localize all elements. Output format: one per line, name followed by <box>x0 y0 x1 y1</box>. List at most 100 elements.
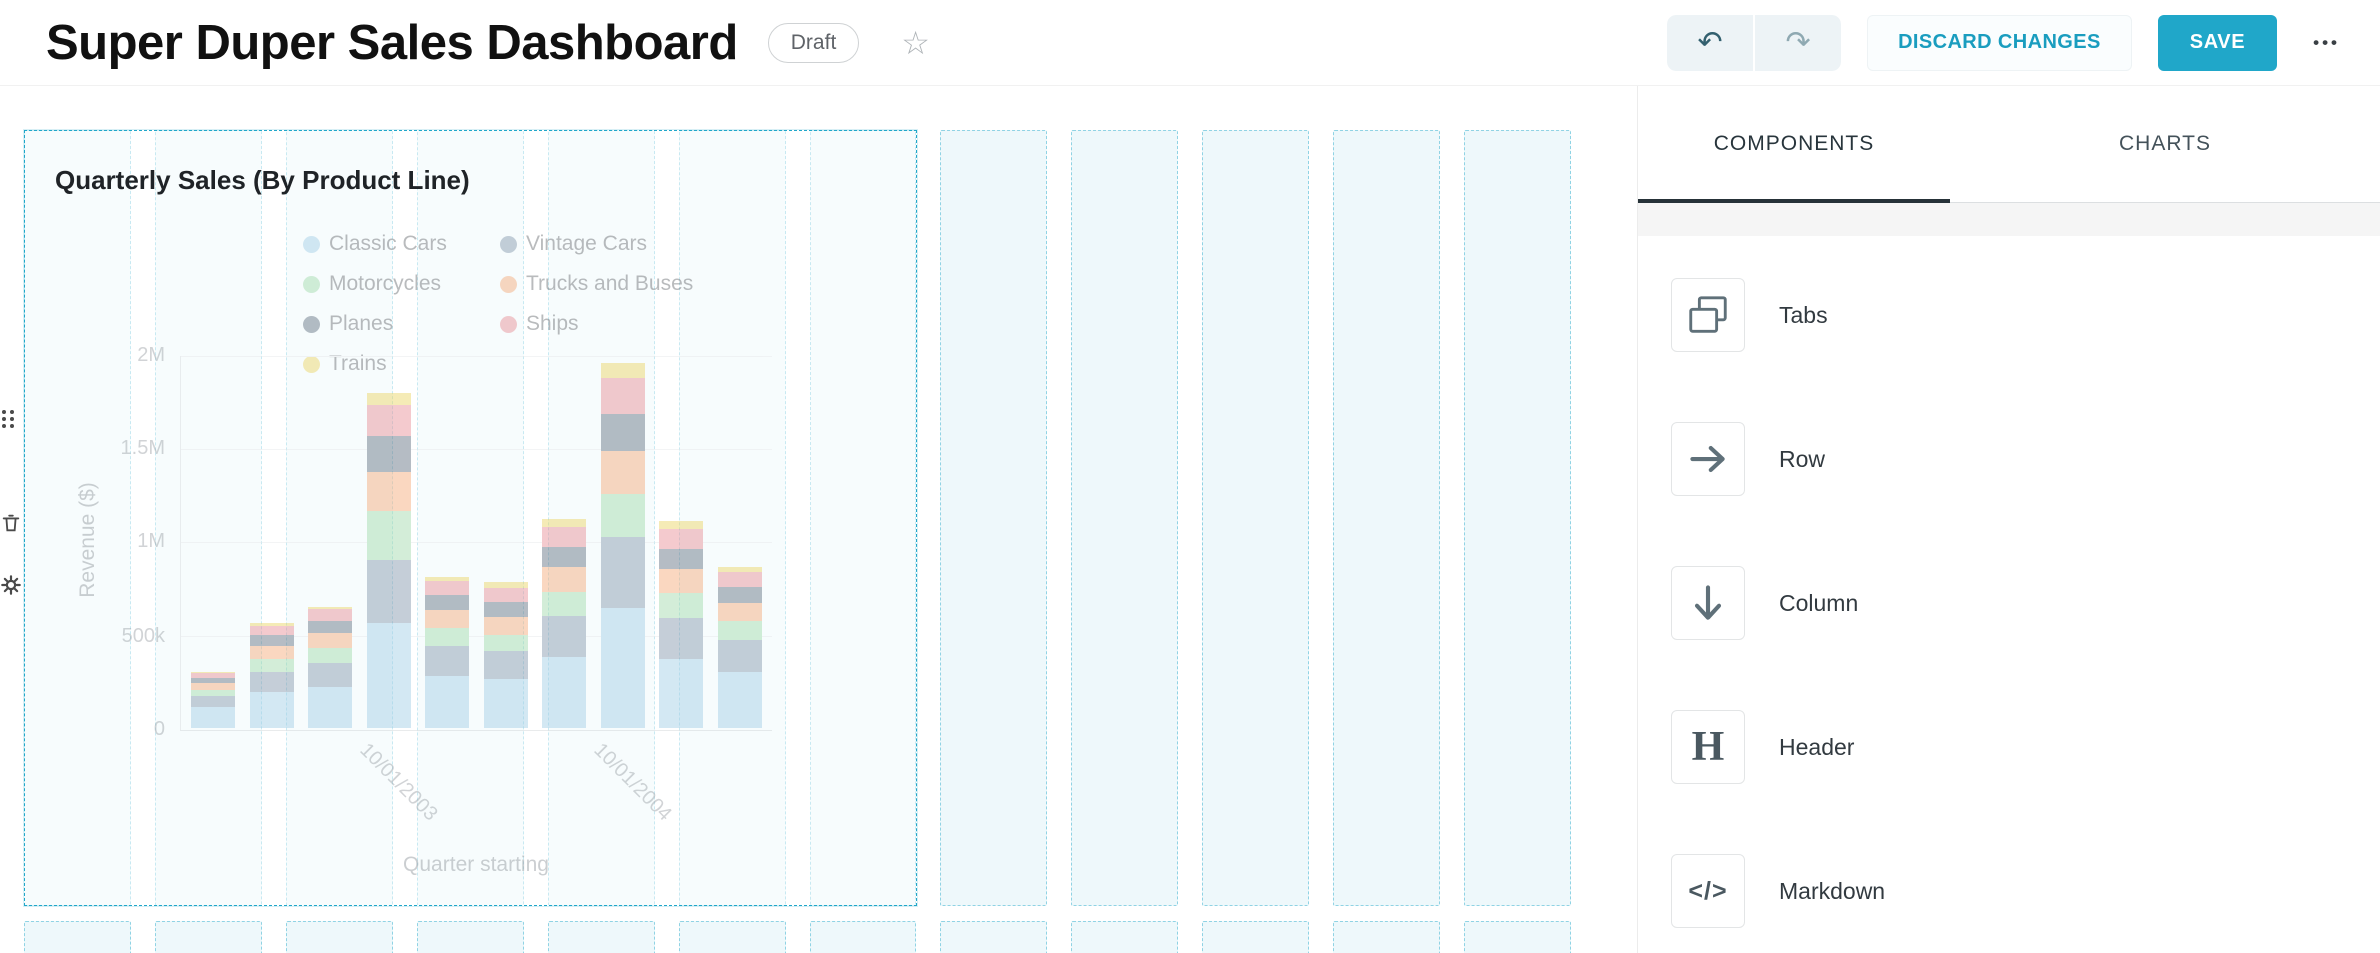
bar-segment <box>542 656 586 728</box>
bar-segment <box>542 546 586 568</box>
header-bar: Super Duper Sales Dashboard Draft ☆ ↶ ↷ … <box>0 0 2380 86</box>
grid-column[interactable] <box>1333 130 1441 906</box>
grid-column[interactable] <box>809 921 917 953</box>
tab-components[interactable]: COMPONENTS <box>1713 132 1875 155</box>
legend-dot <box>303 275 320 293</box>
grid-column[interactable] <box>1202 130 1310 906</box>
bar-segment <box>659 593 703 618</box>
bar-segment <box>191 689 235 697</box>
gridline <box>180 449 772 450</box>
bar-segment <box>425 675 469 728</box>
bar-segment <box>659 548 703 570</box>
delete-icon[interactable] <box>0 512 22 539</box>
chart-card[interactable]: Quarterly Sales (By Product Line) Classi… <box>24 130 917 906</box>
grid-column[interactable] <box>1071 130 1179 906</box>
legend-dot <box>500 235 517 253</box>
markdown-icon: </> <box>1671 854 1745 928</box>
bar-segment <box>366 511 411 560</box>
grid-column[interactable] <box>1464 130 1572 906</box>
status-badge[interactable]: Draft <box>767 22 860 63</box>
y-tick: 0 <box>153 718 165 740</box>
builder-tabs: COMPONENTS CHARTS <box>1638 86 2380 203</box>
bar-segment <box>483 651 528 680</box>
bar-segment <box>191 683 235 690</box>
legend-label: Classic Cars <box>329 232 447 255</box>
dashboard-canvas[interactable]: Quarterly Sales (By Product Line) Classi… <box>0 86 1637 953</box>
bar-segment <box>249 623 294 627</box>
favorite-star-icon[interactable]: ☆ <box>901 24 930 61</box>
bar-segment <box>191 672 235 678</box>
bar-segment <box>483 601 528 617</box>
bar-segment <box>308 647 352 663</box>
bar-segment <box>191 677 235 684</box>
drag-handle-icon[interactable] <box>0 408 16 435</box>
stacked-bar <box>600 363 645 728</box>
stacked-bar <box>483 582 528 728</box>
grid-column[interactable] <box>1202 921 1310 953</box>
grid-column[interactable] <box>940 130 1048 906</box>
undo-button[interactable]: ↶ <box>1667 14 1754 71</box>
bar-segment <box>542 567 586 592</box>
bar-segment <box>600 494 645 538</box>
active-tab-underline <box>1638 199 1950 203</box>
bar-segment <box>308 620 352 633</box>
grid-column[interactable] <box>24 921 131 953</box>
stacked-bar <box>717 567 762 728</box>
bar-segment <box>308 632 352 648</box>
legend-label: Ships <box>526 312 579 335</box>
row-hover-controls <box>0 86 26 953</box>
bar-segment <box>425 595 469 611</box>
builder-panel: COMPONENTS CHARTS Tabs <box>1637 86 2380 953</box>
bar-segment <box>249 658 294 672</box>
bar-segment <box>717 671 762 728</box>
component-item-row[interactable]: Row <box>1671 422 2380 496</box>
grid-column[interactable] <box>154 921 262 953</box>
grid-column[interactable] <box>1071 921 1179 953</box>
grid-column[interactable] <box>547 921 655 953</box>
dashboard-title[interactable]: Super Duper Sales Dashboard <box>46 15 738 70</box>
grid-column[interactable] <box>678 921 786 953</box>
x-axis-line <box>180 730 772 731</box>
grid-column[interactable] <box>285 921 393 953</box>
bar-segment <box>425 627 469 646</box>
bar-segment <box>483 582 528 588</box>
legend-dot <box>500 275 517 293</box>
component-item-header[interactable]: H Header <box>1671 710 2380 784</box>
tab-charts[interactable]: CHARTS <box>2119 132 2211 155</box>
bar-segment <box>249 635 294 646</box>
grid-column[interactable] <box>940 921 1048 953</box>
redo-icon: ↷ <box>1785 26 1811 59</box>
component-item-tabs[interactable]: Tabs <box>1671 278 2380 352</box>
redo-button[interactable]: ↷ <box>1755 14 1842 71</box>
bar-segment <box>659 528 703 549</box>
y-tick: 1.5M <box>120 437 165 459</box>
save-button[interactable]: SAVE <box>2157 14 2278 71</box>
bar-segment <box>717 571 762 587</box>
component-item-column[interactable]: Column <box>1671 566 2380 640</box>
more-options-icon[interactable]: ••• <box>2313 32 2340 52</box>
component-item-markdown[interactable]: </> Markdown <box>1671 854 2380 928</box>
legend-label: Trucks and Buses <box>526 272 694 295</box>
bar-segment <box>483 616 528 635</box>
grid-column[interactable] <box>416 921 524 953</box>
bar-segment <box>600 378 645 414</box>
discard-changes-button[interactable]: DISCARD CHANGES <box>1867 14 2132 71</box>
undo-redo-group: ↶ ↷ <box>1667 14 1842 71</box>
legend-label: Vintage Cars <box>526 232 648 255</box>
markdown-glyph: </> <box>1688 876 1728 905</box>
stacked-bar <box>191 671 235 728</box>
bar-segment <box>366 471 411 512</box>
stacked-bar <box>542 518 586 728</box>
gear-icon[interactable] <box>0 574 22 601</box>
grid-column[interactable] <box>1464 921 1572 953</box>
grid-column[interactable] <box>1333 921 1441 953</box>
bar-segment <box>600 608 645 728</box>
bar-segment <box>659 520 703 529</box>
bar-segment <box>483 634 528 652</box>
bar-segment <box>425 610 469 628</box>
legend-item: Planes <box>303 304 500 344</box>
panel-divider-band <box>1638 203 2380 236</box>
bar-segment <box>483 587 528 602</box>
bar-segment <box>366 404 411 437</box>
